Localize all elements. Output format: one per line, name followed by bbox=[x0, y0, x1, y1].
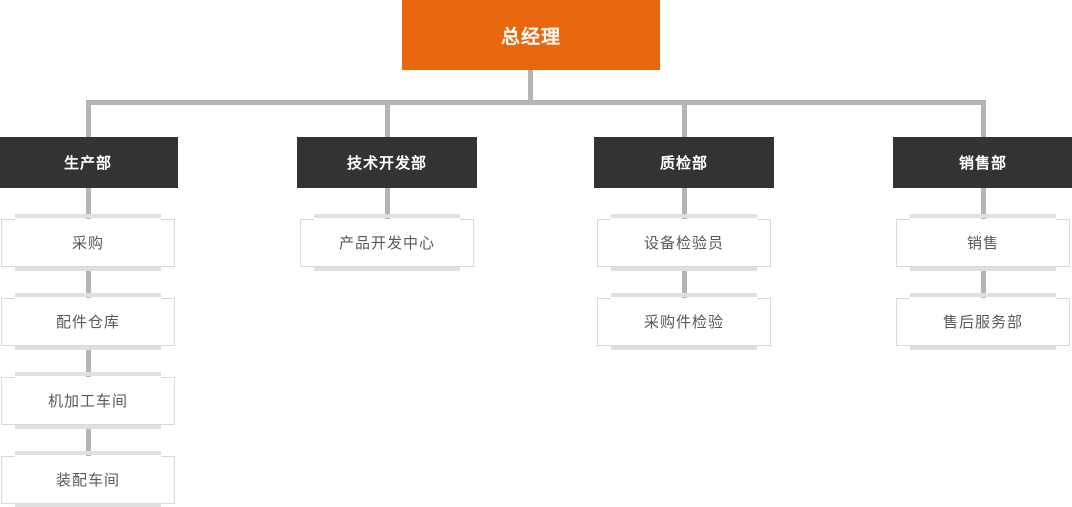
sub-node[interactable]: 配件仓库 bbox=[1, 293, 175, 350]
sub-node-label: 采购件检验 bbox=[643, 313, 724, 331]
sub-node[interactable]: 销售 bbox=[896, 214, 1070, 271]
dept-node-tech-development-dept[interactable]: 技术开发部 bbox=[297, 137, 477, 188]
sub-node[interactable]: 装配车间 bbox=[1, 451, 175, 507]
sub-node[interactable]: 产品开发中心 bbox=[300, 214, 474, 271]
connector-rail-to-sales-dept bbox=[981, 105, 986, 137]
sub-node-label: 设备检验员 bbox=[643, 234, 724, 252]
connector-vertical bbox=[385, 188, 390, 219]
dept-node-production-dept[interactable]: 生产部 bbox=[0, 137, 178, 188]
sub-node[interactable]: 采购件检验 bbox=[597, 293, 771, 350]
connector-vertical bbox=[981, 267, 986, 298]
root-node-general-manager[interactable]: 总经理 bbox=[402, 0, 660, 70]
connector-rail-to-production-dept bbox=[86, 105, 91, 137]
sub-node-label: 产品开发中心 bbox=[338, 234, 435, 252]
dept-node-sales-dept[interactable]: 销售部 bbox=[893, 137, 1072, 188]
connector-root-stub bbox=[528, 70, 533, 100]
connector-vertical bbox=[86, 188, 91, 219]
sub-node-label: 售后服务部 bbox=[942, 313, 1023, 331]
connector-rail-to-tech-development-dept bbox=[385, 105, 390, 137]
sub-node-label: 机加工车间 bbox=[47, 392, 128, 410]
dept-node-quality-inspection-dept[interactable]: 质检部 bbox=[594, 137, 774, 188]
sub-node-label: 配件仓库 bbox=[55, 313, 120, 331]
dept-node-label: 质检部 bbox=[659, 154, 708, 172]
connector-vertical bbox=[86, 267, 91, 298]
connector-vertical bbox=[981, 188, 986, 219]
dept-node-label: 销售部 bbox=[958, 154, 1007, 172]
dept-node-label: 生产部 bbox=[63, 154, 112, 172]
dept-node-label: 技术开发部 bbox=[346, 154, 427, 172]
connector-vertical bbox=[682, 267, 687, 298]
connector-rail-to-quality-inspection-dept bbox=[682, 105, 687, 137]
root-node-label: 总经理 bbox=[500, 25, 561, 48]
sub-node-label: 装配车间 bbox=[55, 471, 120, 489]
sub-node[interactable]: 售后服务部 bbox=[896, 293, 1070, 350]
sub-node-label: 销售 bbox=[966, 234, 999, 252]
connector-vertical bbox=[86, 346, 91, 377]
sub-node[interactable]: 设备检验员 bbox=[597, 214, 771, 271]
connector-vertical bbox=[86, 425, 91, 456]
sub-node[interactable]: 采购 bbox=[1, 214, 175, 271]
sub-node-label: 采购 bbox=[71, 234, 104, 252]
connector-horizontal-rail bbox=[86, 100, 986, 105]
sub-node[interactable]: 机加工车间 bbox=[1, 372, 175, 429]
connector-vertical bbox=[682, 188, 687, 219]
